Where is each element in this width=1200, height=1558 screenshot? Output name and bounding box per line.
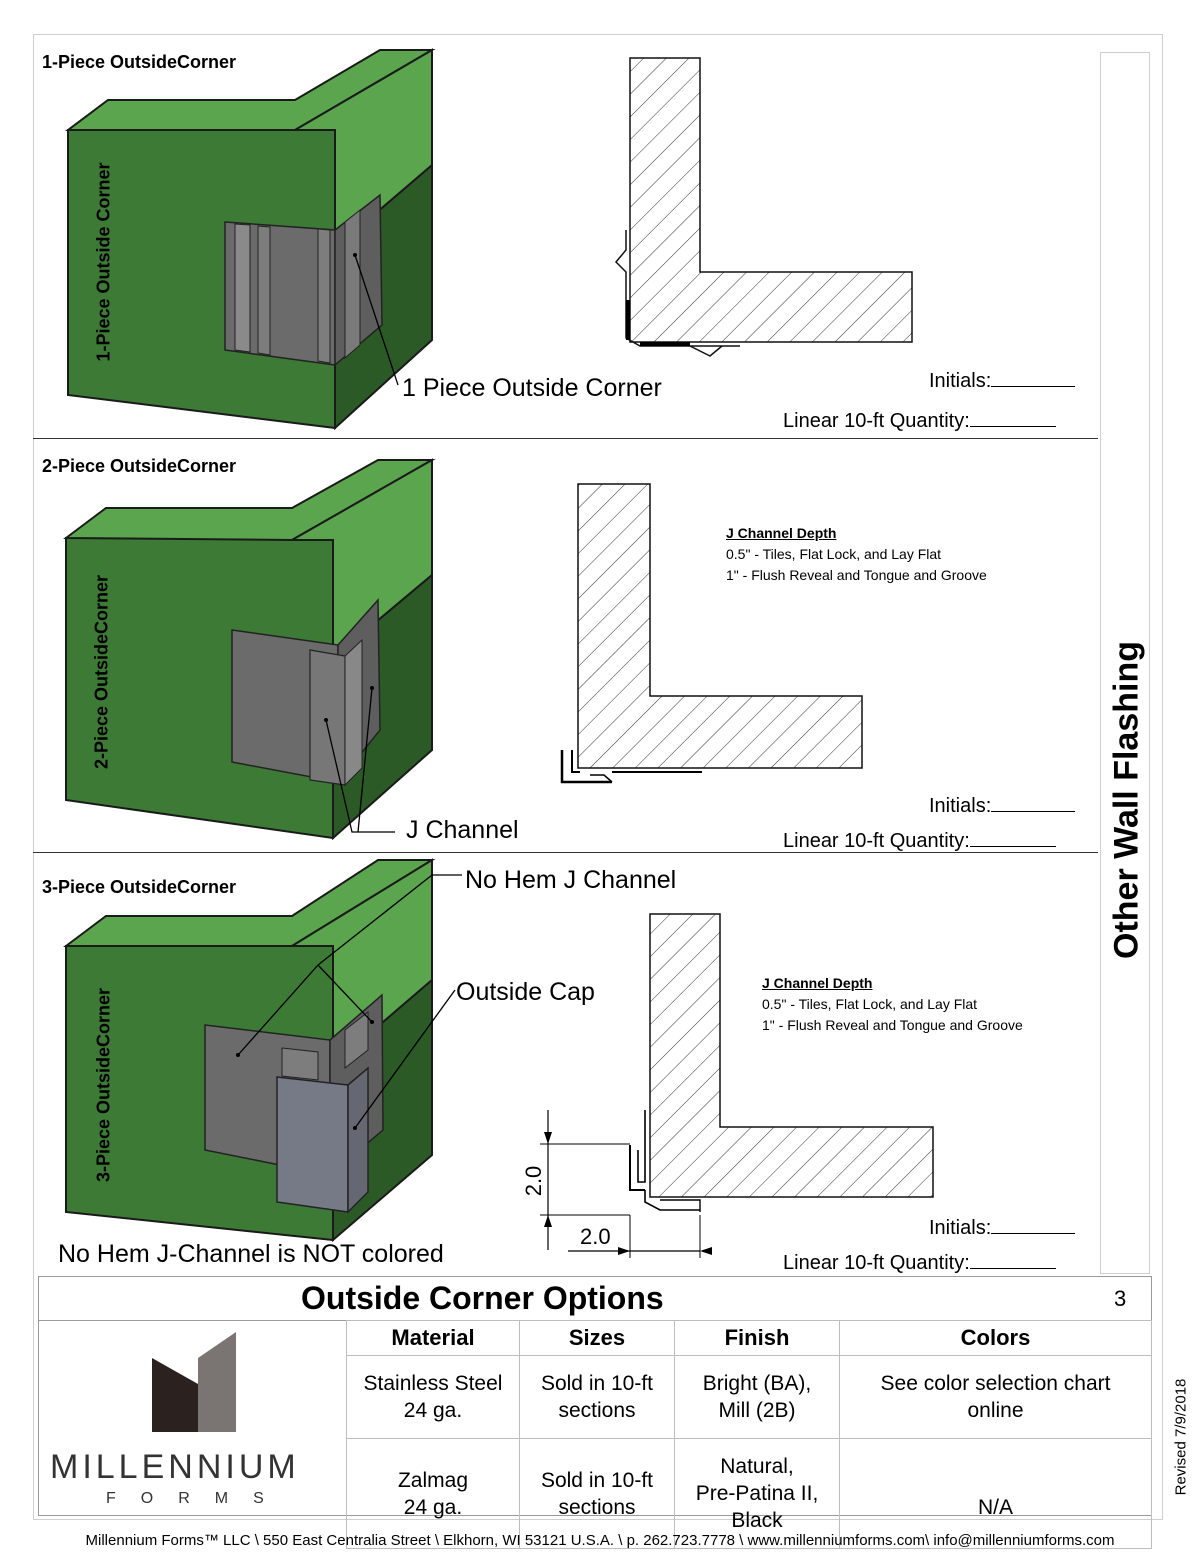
- section-divider: [33, 438, 1098, 439]
- section-2-j-channel-info: J Channel Depth 0.5" - Tiles, Flat Lock,…: [726, 523, 987, 586]
- j-channel-heading: J Channel Depth: [726, 525, 837, 541]
- one-piece-callout: 1 Piece Outside Corner: [402, 374, 662, 402]
- section-3-face-label: 3-Piece OutsideCorner: [93, 987, 114, 1183]
- j-channel-line: 1" - Flush Reveal and Tongue and Groove: [762, 1017, 1023, 1033]
- header-colors: Colors: [839, 1320, 1152, 1356]
- side-title-box: [1100, 52, 1150, 1274]
- dim-vertical-label: 2.0: [521, 1165, 546, 1197]
- section-2-initials[interactable]: Initials:: [929, 793, 1076, 818]
- j-channel-callout: J Channel: [406, 816, 519, 844]
- options-title: Outside Corner Options: [301, 1280, 664, 1316]
- section-1-label: 1-Piece OutsideCorner: [42, 52, 237, 72]
- header-material: Material: [346, 1320, 520, 1356]
- j-channel-line: 0.5" - Tiles, Flat Lock, and Lay Flat: [762, 996, 978, 1012]
- outside-cap-callout: Outside Cap: [456, 978, 595, 1006]
- section-divider: [33, 852, 1098, 853]
- page-number: 3: [1114, 1286, 1127, 1311]
- section-2-label: 2-Piece OutsideCorner: [42, 456, 237, 476]
- no-hem-j-channel-callout: No Hem J Channel: [465, 866, 677, 894]
- no-hem-note: No Hem J-Channel is NOT colored: [58, 1240, 444, 1268]
- footer-contact: Millennium Forms™ LLC \ 550 East Central…: [85, 1532, 1115, 1549]
- logo-subword: FORMS: [106, 1490, 289, 1507]
- colors-cell: N/A: [839, 1438, 1152, 1549]
- j-channel-heading: J Channel Depth: [762, 975, 873, 991]
- section-1-face-label: 1-Piece Outside Corner: [93, 162, 114, 362]
- section-1-initials[interactable]: Initials:: [929, 368, 1076, 393]
- section-3-quantity[interactable]: Linear 10-ft Quantity:: [783, 1250, 1056, 1275]
- header-sizes: Sizes: [519, 1320, 675, 1356]
- section-3-initials[interactable]: Initials:: [929, 1215, 1076, 1240]
- finish-cell: Bright (BA),Mill (2B): [674, 1355, 840, 1439]
- section-2-quantity[interactable]: Linear 10-ft Quantity:: [783, 828, 1056, 853]
- section-3-j-channel-info: J Channel Depth 0.5" - Tiles, Flat Lock,…: [762, 973, 1023, 1036]
- header-finish: Finish: [674, 1320, 840, 1356]
- section-2-face-label: 2-Piece OutsideCorner: [91, 574, 112, 770]
- section-1-quantity[interactable]: Linear 10-ft Quantity:: [783, 408, 1056, 433]
- logo-wordmark: MILLENNIUM: [50, 1448, 300, 1486]
- j-channel-line: 0.5" - Tiles, Flat Lock, and Lay Flat: [726, 546, 942, 562]
- options-table: Material Sizes Finish Colors Stainless S…: [346, 1320, 1152, 1549]
- section-3-label: 3-Piece OutsideCorner: [42, 877, 237, 897]
- revised-date: Revised 7/9/2018: [1172, 1378, 1190, 1496]
- dim-horizontal-label: 2.0: [580, 1224, 611, 1249]
- side-title: Other Wall Flashing: [1107, 641, 1146, 959]
- finish-cell: Natural,Pre-Patina II,Black: [674, 1438, 840, 1549]
- j-channel-line: 1" - Flush Reveal and Tongue and Groove: [726, 567, 987, 583]
